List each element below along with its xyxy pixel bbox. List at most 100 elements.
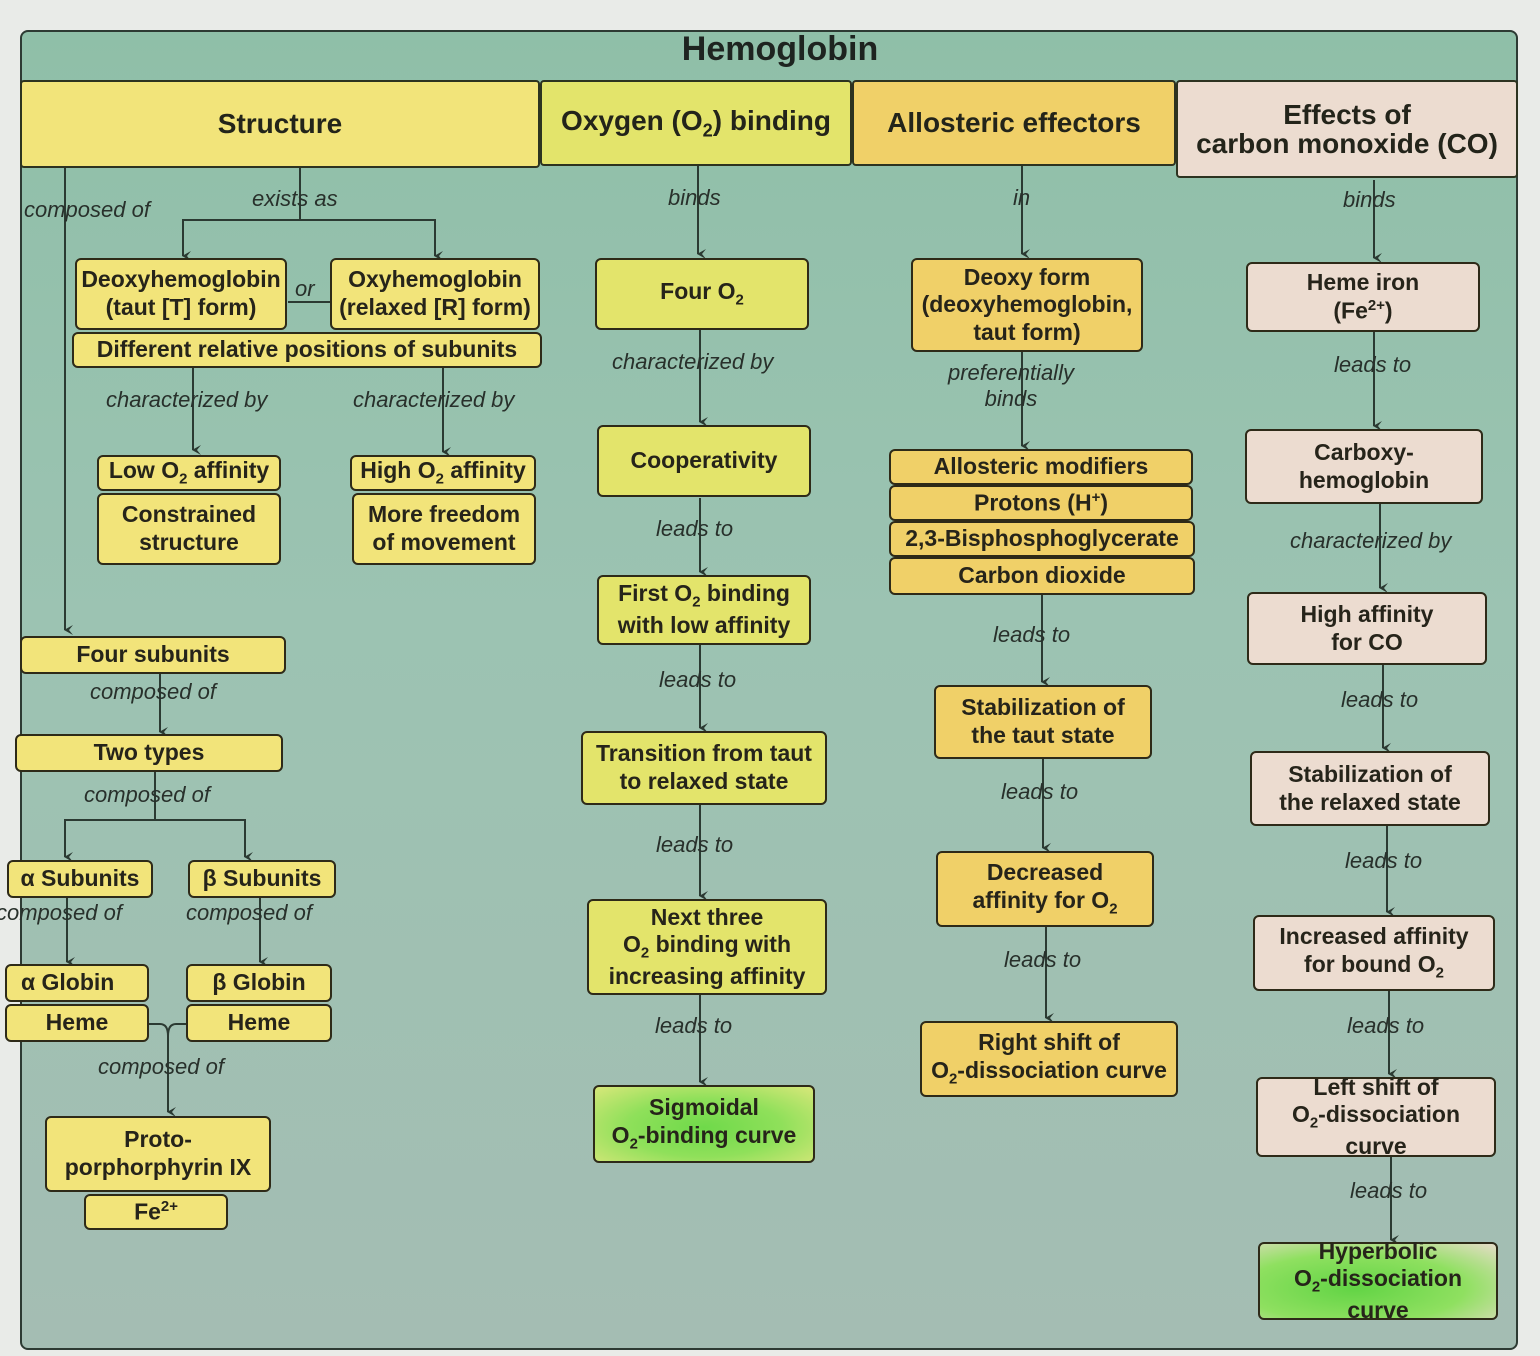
node-deoxyhemoglobin: Deoxyhemoglobin (taut [T] form) [75, 258, 287, 330]
high-affinity-text: High O2 affinity [360, 457, 526, 488]
constrained-line2: structure [139, 529, 239, 555]
node-decreased-affinity: Decreased affinity for O2 [936, 851, 1154, 927]
label-in: in [1013, 185, 1031, 210]
label-exists-as: exists as [252, 186, 338, 211]
subscript-2: 2 [1311, 1278, 1321, 1296]
label-composed-of-alpha: composed of [0, 900, 122, 925]
label-co-leads-to-1: leads to [1334, 352, 1412, 377]
node-high-affinity-co: High affinity for CO [1247, 592, 1487, 665]
node-increased-affinity: Increased affinity for bound O2 [1253, 915, 1495, 991]
deoxy-form-line1: Deoxy form [963, 263, 1091, 290]
preferentially-text: preferentially [948, 360, 1074, 385]
carboxy-line2: hemoglobin [1298, 466, 1430, 493]
label-composed-of: composed of [24, 197, 150, 222]
hyperbolic-line1: Hyperbolic [1318, 1237, 1438, 1264]
o-symbol: O [623, 931, 641, 958]
fe-text: Fe2+ [134, 1198, 178, 1226]
node-constrained-structure: Constrained structure [97, 493, 281, 565]
alpha-subunits-text: α Subunits [20, 865, 140, 892]
label-leads-to-a3: leads to [1004, 947, 1082, 972]
alpha-globin-text: α Globin [21, 969, 115, 996]
next-line3: increasing affinity [608, 962, 806, 989]
label-leads-to-4: leads to [655, 1013, 733, 1038]
label-composed-of-3: composed of [84, 782, 210, 807]
four-subunits-text: Four subunits [76, 641, 230, 668]
o-symbol: O [1291, 1101, 1310, 1128]
left-shift-line1: Left shift of [1313, 1073, 1439, 1100]
node-sigmoidal-curve: Sigmoidal O2-binding curve [593, 1085, 815, 1163]
hyperbolic-line2: O2-dissociation curve [1264, 1265, 1492, 1324]
subscript-2: 2 [629, 1135, 638, 1153]
node-different-positions: Different relative positions of subunits [72, 332, 542, 368]
allosteric-modifiers-text: Allosteric modifiers [933, 453, 1149, 480]
deoxy-form-line3: taut form) [973, 318, 1081, 345]
first-line1: First O2 binding [618, 580, 790, 612]
decreased-line1: Decreased [986, 859, 1104, 886]
node-low-o2-affinity: Low O2 affinity [97, 455, 281, 491]
node-stabilization-taut: Stabilization of the taut state [934, 685, 1152, 759]
node-more-freedom: More freedom of movement [352, 493, 536, 565]
carbon-dioxide-text: Carbon dioxide [958, 562, 1126, 589]
two-types-text: Two types [93, 739, 205, 766]
constrained-line1: Constrained [121, 501, 257, 528]
node-carboxyhemoglobin: Carboxy- hemoglobin [1245, 429, 1483, 504]
node-left-shift: Left shift of O2-dissociation curve [1256, 1073, 1496, 1159]
right-shift-line1: Right shift of [978, 1029, 1120, 1056]
oxy-line2: (relaxed [R] form) [339, 294, 531, 320]
label-or: or [295, 276, 315, 301]
node-two-types: Two types [15, 734, 283, 772]
node-alpha-subunits: α Subunits [7, 860, 153, 898]
label-composed-of-heme: composed of [98, 1054, 224, 1079]
node-next-three: Next three O2 binding with increasing af… [587, 899, 827, 995]
label-leads-to-a1: leads to [993, 622, 1071, 647]
label-composed-of-beta: composed of [186, 900, 312, 925]
node-heme-left: Heme [5, 1004, 149, 1042]
decreased-affinity-for: affinity for O [972, 887, 1110, 914]
freedom-line1: More freedom [367, 501, 521, 528]
label-characterized-by-right: characterized by [353, 387, 515, 412]
subscript-2: 2 [735, 291, 744, 309]
node-alpha-globin: α Globin [5, 964, 149, 1002]
increased-line1: Increased affinity [1279, 923, 1469, 950]
next-line2: O2 binding with [623, 931, 791, 963]
right-shift-line2: O2-dissociation curve [931, 1057, 1167, 1089]
beta-globin-text: β Globin [212, 969, 306, 996]
node-fe2plus: Fe2+ [84, 1194, 228, 1230]
heme-left-text: Heme [45, 1009, 109, 1036]
header-co-line1: Effects of [1283, 98, 1411, 130]
deoxy-form-line2: (deoxyhemoglobin, [921, 291, 1133, 318]
left-shift-dissociation: -dissociation curve [1318, 1101, 1461, 1159]
first-word: First O [618, 580, 693, 607]
label-binds: binds [668, 185, 721, 210]
label-leads-to-1: leads to [656, 516, 734, 541]
diagram-title: Hemoglobin [681, 30, 879, 68]
first-binding: binding [700, 580, 790, 607]
stab-relaxed-line1: Stabilization of [1288, 760, 1452, 787]
label-characterized-by: characterized by [612, 349, 774, 374]
next-line1: Next three [650, 903, 764, 930]
subscript-2: 2 [1309, 1114, 1319, 1132]
label-composed-of-2: composed of [90, 679, 216, 704]
node-oxyhemoglobin: Oxyhemoglobin (relaxed [R] form) [330, 258, 540, 330]
first-line2: with low affinity [617, 611, 791, 638]
label-leads-to-3: leads to [656, 832, 734, 857]
decreased-line2: affinity for O2 [972, 887, 1117, 919]
subscript-2: 2 [948, 1070, 958, 1088]
four-o2-text: Four O2 [660, 278, 744, 310]
right-shift-dissociation: -dissociation curve [957, 1057, 1167, 1084]
header-structure: Structure [20, 80, 540, 168]
header-allosteric-label: Allosteric effectors [887, 107, 1141, 139]
label-co-leads-to-2: leads to [1341, 687, 1419, 712]
node-beta-subunits: β Subunits [188, 860, 336, 898]
fe-charge: 2+ [160, 1197, 178, 1215]
node-protons: Protons (H+) [889, 485, 1193, 521]
label-co-characterized-by: characterized by [1290, 528, 1452, 553]
heme-right-text: Heme [227, 1009, 291, 1036]
label-co-leads-to-5: leads to [1350, 1178, 1428, 1203]
deoxy-line1: Deoxyhemoglobin [81, 266, 281, 293]
header-structure-label: Structure [217, 108, 343, 140]
node-four-o2: Four O2 [595, 258, 809, 330]
node-right-shift: Right shift of O2-dissociation curve [920, 1021, 1178, 1097]
label-characterized-by-left: characterized by [106, 387, 268, 412]
header-oxygen-binding-label: Oxygen (O2) binding [561, 104, 831, 141]
